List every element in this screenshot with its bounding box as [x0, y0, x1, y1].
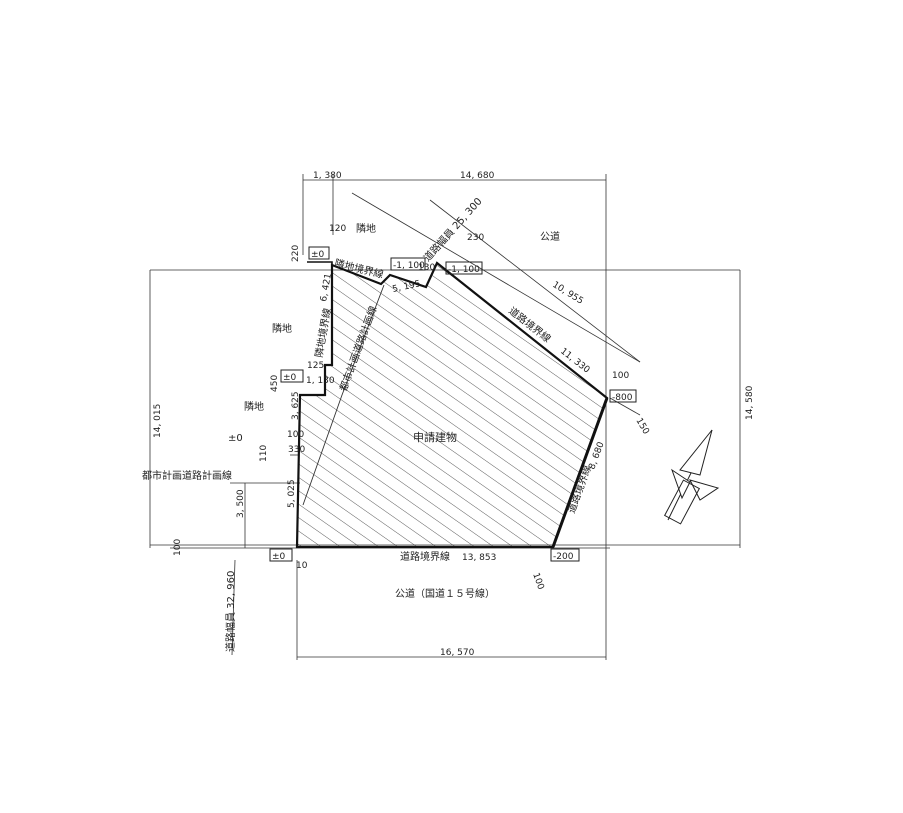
city-planning-line-label: 都市計画道路計画線 [142, 469, 232, 482]
neighbor-left2-label: 隣地 [244, 400, 264, 413]
dim-110: 110 [259, 445, 269, 462]
dim-top-2: 14, 680 [460, 171, 495, 181]
neighbor-left-label: 隣地 [272, 322, 292, 335]
city-planning-road-line [302, 284, 385, 506]
level-m800: -800 [612, 393, 633, 403]
level-m1100-b: -1, 100 [448, 265, 480, 275]
dim-125: 125 [307, 361, 324, 371]
right-road-boundary [551, 397, 609, 548]
public-road-top-label: 公道 [540, 230, 560, 243]
level-m1100-a: -1, 100 [393, 261, 425, 271]
public-road-bottom-label: 公道（国道１５号線） [395, 587, 495, 600]
dim-120: 120 [329, 224, 346, 234]
dim-bottom: 16, 570 [440, 648, 475, 658]
road-boundary-bottom-length: 13, 853 [462, 553, 496, 563]
road-width-left-label: 道路幅員 32, 960 [224, 571, 237, 652]
dim-right-total: 14, 580 [745, 385, 755, 420]
dim-150: 150 [633, 417, 650, 437]
level-m200: -200 [553, 552, 574, 562]
dim-100-d: 100 [530, 572, 545, 592]
dim-left-3625: 3, 625 [291, 391, 301, 420]
level-pm0-side: ±0 [283, 373, 297, 383]
dim-130: 130 [418, 263, 435, 273]
dim-10: 10 [296, 561, 308, 571]
neighbor-top-label: 隣地 [356, 222, 376, 235]
dim-left-5025: 5, 025 [287, 479, 297, 508]
road-width-top-label: 道路幅員 25, 300 [421, 195, 485, 264]
dim-upper-10955: 10, 955 [550, 280, 584, 307]
dim-100-c: 100 [173, 539, 183, 556]
dim-100-b: 100 [287, 430, 304, 440]
dim-220: 220 [291, 245, 301, 262]
dim-1130: 1, 130 [306, 376, 335, 386]
dim-330: 330 [288, 445, 305, 455]
dim-100-a: 100 [612, 371, 629, 381]
level-pm0-bottom: ±0 [272, 552, 286, 562]
adjacent-boundary-step [307, 261, 333, 272]
north-arrow-icon [663, 429, 720, 525]
adjacent-boundary-left-length: 6, 421 [319, 273, 334, 303]
level-pm0-left: ±0 [228, 433, 243, 444]
site-polygon [295, 261, 609, 549]
level-pm0-top: ±0 [311, 250, 325, 260]
dim-top-1: 1, 380 [313, 171, 342, 181]
dim-230: 230 [467, 233, 484, 243]
road-boundary-bottom-label: 道路境界線 [400, 550, 450, 563]
level-boxes [269, 246, 637, 562]
adjacent-boundary-left-label: 隣地境界線 [312, 307, 333, 358]
site-name-label: 申請建物 [413, 430, 457, 444]
dim-left-total: 14, 015 [153, 404, 163, 438]
dim-450: 450 [270, 375, 280, 392]
dim-left-3500: 3, 500 [236, 489, 246, 518]
